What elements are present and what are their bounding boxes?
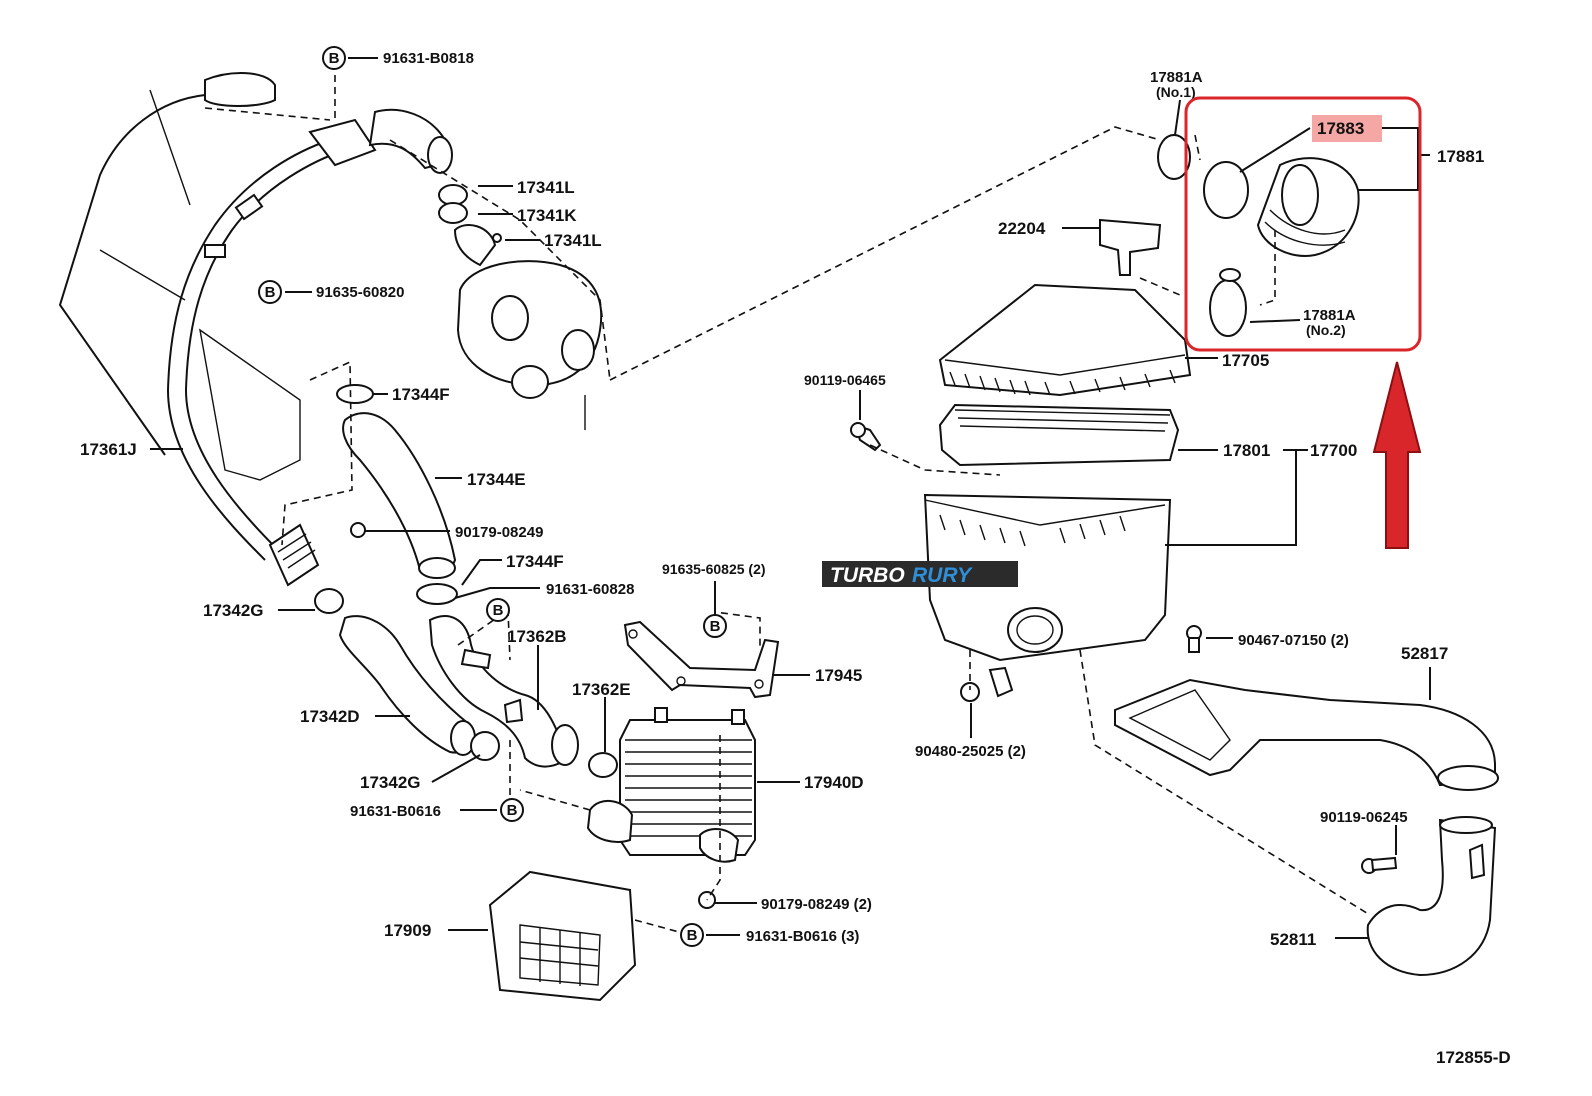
label-17705: 17705 bbox=[1222, 351, 1269, 370]
hose-17881-group bbox=[1157, 134, 1360, 337]
label-17344E: 17344E bbox=[467, 470, 526, 489]
red-up-arrow-icon bbox=[1372, 361, 1422, 549]
b-marker: B bbox=[258, 280, 282, 304]
watermark-part1: TURBO bbox=[830, 564, 905, 587]
label-52811: 52811 bbox=[1270, 930, 1316, 949]
label-17342D: 17342D bbox=[300, 707, 360, 726]
svg-text:B: B bbox=[265, 284, 276, 301]
label-17700: 17700 bbox=[1310, 441, 1357, 460]
fasteners bbox=[350, 422, 1398, 909]
label-17881A-no1-sub: (No.1) bbox=[1156, 84, 1196, 100]
intercooler-17940D bbox=[586, 707, 756, 863]
clamp-17362E bbox=[588, 752, 618, 778]
label-17344F-bottom: 17344F bbox=[506, 552, 564, 571]
svg-text:B: B bbox=[710, 618, 721, 635]
leader-lines bbox=[150, 57, 1431, 939]
pipe-52811 bbox=[1366, 816, 1497, 977]
label-17801: 17801 bbox=[1223, 441, 1270, 460]
engine-outline bbox=[58, 72, 301, 481]
label-91631-60828: 91631-60828 bbox=[546, 581, 634, 598]
hose-17342D bbox=[314, 588, 500, 761]
label-90480-25025: 90480-25025 (2) bbox=[915, 743, 1026, 760]
label-17362E: 17362E bbox=[572, 680, 631, 699]
label-17362B: 17362B bbox=[507, 627, 567, 646]
svg-text:B: B bbox=[687, 927, 698, 944]
label-91631-B0616-3: 91631-B0616 (3) bbox=[746, 928, 859, 945]
watermark-part2: RURY bbox=[912, 564, 973, 587]
air-cleaner-cap-17705 bbox=[938, 283, 1192, 397]
bolt-markers: B B B B B B bbox=[258, 46, 727, 947]
label-17341L-top: 17341L bbox=[517, 178, 575, 197]
b-marker: B bbox=[680, 923, 704, 947]
bracket-17945 bbox=[623, 620, 780, 699]
b-marker: B bbox=[500, 798, 524, 822]
label-17909: 17909 bbox=[384, 921, 431, 940]
label-90179-08249: 90179-08249 bbox=[455, 524, 543, 541]
label-90119-06465: 90119-06465 bbox=[804, 372, 886, 388]
air-cleaner-case bbox=[923, 493, 1172, 698]
svg-text:B: B bbox=[507, 802, 518, 819]
label-17881A-no2-sub: (No.2) bbox=[1306, 322, 1346, 338]
highlight-label-bg bbox=[1312, 115, 1382, 142]
svg-text:B: B bbox=[329, 50, 340, 67]
highlight-17883: 17883 bbox=[1184, 96, 1422, 352]
label-91635-60820: 91635-60820 bbox=[316, 284, 404, 301]
label-17361J: 17361J bbox=[80, 440, 137, 459]
pipe-17361J bbox=[166, 118, 377, 587]
svg-text:B: B bbox=[493, 602, 504, 619]
highlight-box bbox=[1184, 96, 1422, 352]
b-marker: B bbox=[486, 598, 510, 622]
b-marker: B bbox=[322, 46, 346, 70]
watermark-logo: TURBO RURY bbox=[822, 561, 1018, 587]
label-90179-08249-2: 90179-08249 (2) bbox=[761, 896, 872, 913]
label-91635-60825: 91635-60825 (2) bbox=[662, 561, 766, 577]
label-17342G-bottom: 17342G bbox=[360, 773, 421, 792]
duct-52817 bbox=[1114, 678, 1499, 791]
label-91631-B0818: 91631-B0818 bbox=[383, 50, 474, 67]
label-17341L-bottom: 17341L bbox=[544, 231, 602, 250]
label-90467-07150: 90467-07150 (2) bbox=[1238, 632, 1349, 649]
duct-17909 bbox=[488, 870, 637, 1002]
label-17945: 17945 bbox=[815, 666, 862, 685]
part-labels: 91631-B0818 17341L 17341K 17341L 91635-6… bbox=[80, 50, 1511, 1067]
label-22204: 22204 bbox=[998, 219, 1046, 238]
label-90119-06245: 90119-06245 bbox=[1320, 809, 1408, 826]
sensor-22204 bbox=[1099, 218, 1162, 276]
label-17881A-no2: 17881A bbox=[1303, 307, 1356, 324]
air-filter-17801 bbox=[938, 403, 1180, 467]
hose-17344E bbox=[336, 384, 458, 605]
label-17881A-no1: 17881A bbox=[1150, 69, 1203, 86]
b-marker: B bbox=[703, 614, 727, 638]
turbocharger bbox=[453, 224, 603, 430]
clamps-17341 bbox=[438, 184, 502, 243]
label-17883: 17883 bbox=[1317, 119, 1364, 138]
label-91631-B0616: 91631-B0616 bbox=[350, 803, 441, 820]
label-17881: 17881 bbox=[1437, 147, 1484, 166]
label-17342G-top: 17342G bbox=[203, 601, 264, 620]
label-17344F-top: 17344F bbox=[392, 385, 450, 404]
label-52817: 52817 bbox=[1401, 644, 1448, 663]
pipe-17362B bbox=[428, 615, 579, 768]
label-17341K: 17341K bbox=[517, 206, 577, 225]
hose-top-right bbox=[368, 108, 453, 174]
label-17940D: 17940D bbox=[804, 773, 864, 792]
drawing-number: 172855-D bbox=[1436, 1048, 1511, 1067]
